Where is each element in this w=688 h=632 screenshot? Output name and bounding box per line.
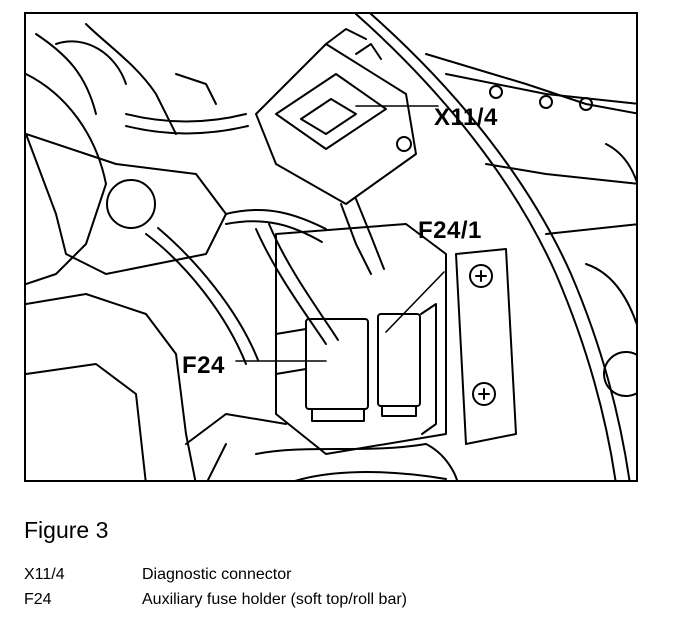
fuse-holder-assembly bbox=[275, 223, 447, 455]
callout-f24: F24 bbox=[182, 352, 225, 379]
engine-bay-drawing bbox=[26, 14, 636, 480]
left-structure bbox=[26, 23, 227, 480]
figure-frame: X11/4 F24/1 F24 bbox=[24, 12, 638, 482]
leader-lines bbox=[235, 105, 445, 362]
lower-pipework bbox=[185, 413, 458, 480]
legend-description: Diagnostic connector bbox=[142, 566, 292, 583]
callout-x11-4: X11/4 bbox=[434, 104, 498, 131]
legend-code: X11/4 bbox=[24, 566, 65, 583]
right-side-panel bbox=[355, 14, 636, 480]
callout-f24-1: F24/1 bbox=[418, 217, 482, 244]
legend-description: Auxiliary fuse holder (soft top/roll bar… bbox=[142, 591, 407, 608]
figure-caption-title: Figure 3 bbox=[24, 517, 109, 543]
mounting-bracket bbox=[455, 248, 517, 445]
legend-code: F24 bbox=[24, 591, 52, 608]
diagnostic-connector-shape bbox=[255, 28, 417, 275]
